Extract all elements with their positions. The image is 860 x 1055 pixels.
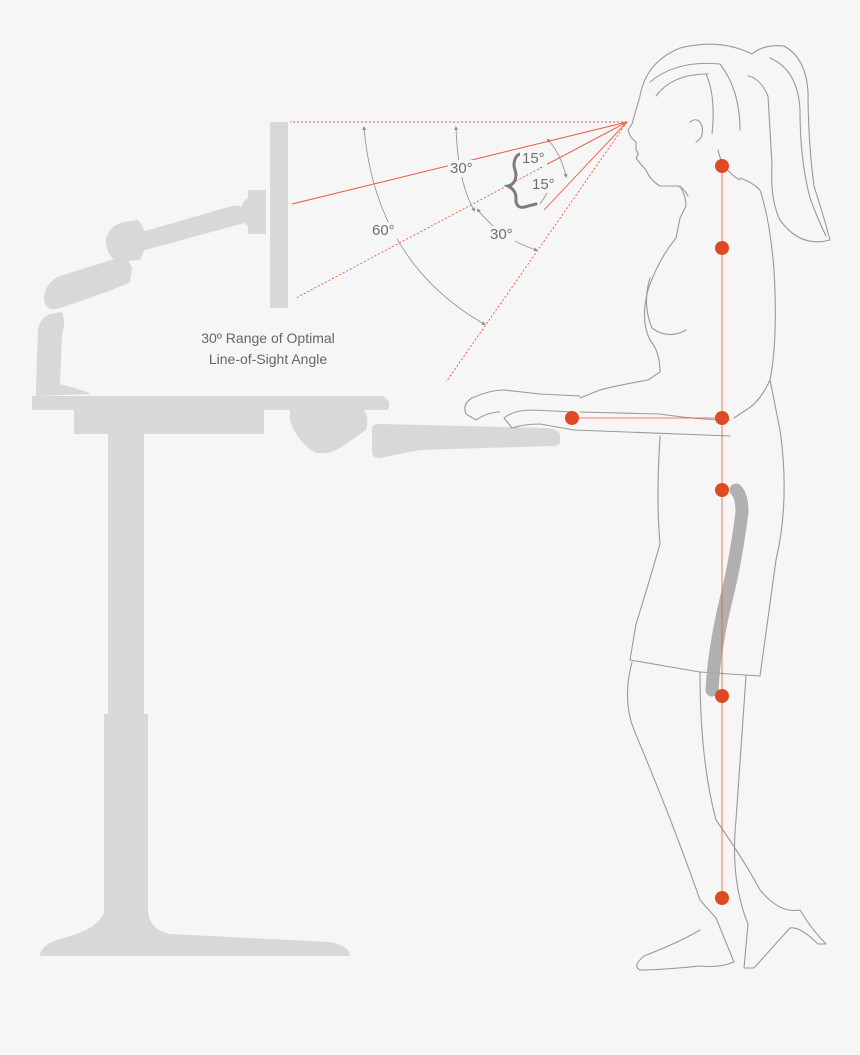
- arc-15-upper: [548, 140, 566, 176]
- joint-dot-ankle: [715, 891, 729, 905]
- angle-label-60: 60°: [370, 222, 397, 239]
- desk-frame: [74, 408, 264, 434]
- arm-upper-segment: [128, 206, 250, 252]
- angle-label-15-lower: 15°: [530, 176, 557, 193]
- arm: [574, 390, 730, 436]
- desk-top: [32, 396, 389, 410]
- desk-column-upper: [108, 434, 144, 716]
- skirt: [630, 380, 784, 676]
- leg-back: [627, 662, 734, 970]
- monitor: [270, 122, 288, 308]
- bust: [646, 278, 686, 335]
- joint-dot-hip: [715, 483, 729, 497]
- torso: [600, 178, 775, 418]
- keyboard-tray: [372, 424, 560, 458]
- joint-dot-ear: [715, 159, 729, 173]
- vesa-mount: [248, 190, 266, 234]
- hand-right: [504, 410, 574, 430]
- joint-dot-elbow: [715, 411, 729, 425]
- sight-line-inner-upper: [540, 122, 627, 168]
- hand-left: [465, 390, 580, 420]
- sight-line-inner-lower: [544, 122, 627, 210]
- joint-dot-shoulder: [715, 241, 729, 255]
- caption-line-2: Line-of-Sight Angle: [188, 349, 348, 370]
- caption-line-1: 30º Range of Optimal: [188, 328, 348, 349]
- desk-column-lower: [104, 714, 148, 914]
- diagram-caption: 30º Range of Optimal Line-of-Sight Angle: [188, 328, 348, 370]
- woman-figure: [465, 44, 830, 970]
- joint-dot-knee: [715, 689, 729, 703]
- hair-strands: [650, 63, 740, 134]
- desk-foot: [40, 912, 350, 956]
- face-profile: [628, 96, 688, 196]
- spine: [712, 490, 742, 690]
- keyboard-tray-arm: [290, 408, 367, 453]
- standing-desk: [32, 396, 560, 956]
- joint-dot-wrist: [565, 411, 579, 425]
- angle-label-30-upper: 30°: [448, 160, 475, 177]
- neck: [680, 150, 740, 206]
- arm-lower-segment: [44, 258, 132, 309]
- joint-markers: [565, 159, 729, 905]
- arm-base: [36, 312, 92, 396]
- angle-label-15-upper: 15°: [520, 150, 547, 167]
- leg-front: [700, 672, 826, 968]
- ponytail-inner: [770, 58, 826, 236]
- angle-label-30-lower: 30°: [488, 226, 515, 243]
- ear: [690, 120, 702, 142]
